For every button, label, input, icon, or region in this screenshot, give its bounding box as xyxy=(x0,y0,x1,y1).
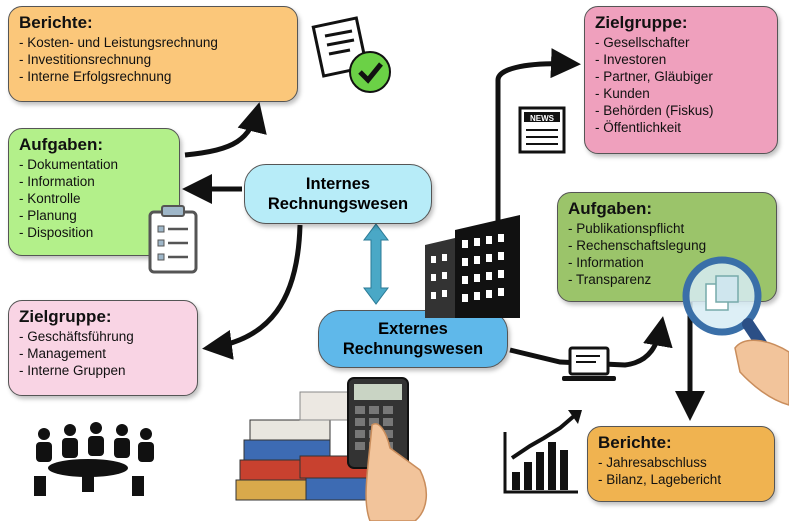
internal-tasks-title: Aufgaben: xyxy=(19,135,104,154)
arrow-to-external-audience xyxy=(495,48,581,225)
internal-accounting-node: Internes Rechnungswesen xyxy=(244,164,432,224)
list-item: - Transparenz xyxy=(568,272,652,287)
list-item: - Disposition xyxy=(19,225,94,240)
external-accounting-line1: Externes xyxy=(378,320,448,338)
list-item: - Gesellschafter xyxy=(595,35,690,50)
list-item: - Kosten- und Leistungsrechnung xyxy=(19,35,218,50)
arrow-to-internal-reports xyxy=(184,102,267,158)
list-item: - Information xyxy=(19,174,95,189)
list-item: - Management xyxy=(19,346,107,361)
external-accounting-line2: Rechnungswesen xyxy=(342,340,484,358)
internal-reports-box: Berichte: - Kosten- und Leistungsrechnun… xyxy=(8,6,298,102)
internal-reports-title: Berichte: xyxy=(19,13,93,32)
double-arrow xyxy=(363,223,389,305)
list-item: - Bilanz, Lagebericht xyxy=(598,472,722,487)
external-reports-box: Berichte: - Jahresabschluss - Bilanz, La… xyxy=(587,426,775,502)
external-reports-title: Berichte: xyxy=(598,433,672,452)
list-item: - Partner, Gläubiger xyxy=(595,69,713,84)
list-item: - Geschäftsführung xyxy=(19,329,134,344)
list-item: - Dokumentation xyxy=(19,157,119,172)
list-item: - Kontrolle xyxy=(19,191,81,206)
external-accounting-node: Externes Rechnungswesen xyxy=(318,310,508,368)
arrow-to-internal-audience xyxy=(202,224,303,360)
list-item: - Jahresabschluss xyxy=(598,455,707,470)
external-audience-box: Zielgruppe: - Gesellschafter - Investore… xyxy=(584,6,778,154)
list-item: - Planung xyxy=(19,208,77,223)
internal-audience-title: Zielgruppe: xyxy=(19,307,112,326)
arrow-to-external-tasks xyxy=(509,316,673,368)
list-item: - Investoren xyxy=(595,52,667,67)
list-item: - Information xyxy=(568,255,644,270)
list-item: - Kunden xyxy=(595,86,650,101)
list-item: - Publikationspflicht xyxy=(568,221,685,236)
internal-audience-box: Zielgruppe: - Geschäftsführung - Managem… xyxy=(8,300,198,396)
list-item: - Rechenschaftslegung xyxy=(568,238,707,253)
list-item: - Öffentlichkeit xyxy=(595,120,682,135)
internal-accounting-line2: Rechnungswesen xyxy=(267,195,409,213)
external-audience-title: Zielgruppe: xyxy=(595,13,688,32)
internal-accounting-line1: Internes xyxy=(305,175,371,193)
external-tasks-title: Aufgaben: xyxy=(568,199,653,218)
list-item: - Behörden (Fiskus) xyxy=(595,103,714,118)
external-tasks-box: Aufgaben: - Publikationspflicht - Rechen… xyxy=(557,192,777,302)
list-item: - Interne Gruppen xyxy=(19,363,126,378)
list-item: - Interne Erfolgsrechnung xyxy=(19,69,172,84)
list-item: - Investitionsrechnung xyxy=(19,52,152,67)
internal-tasks-box: Aufgaben: - Dokumentation - Information … xyxy=(8,128,180,256)
